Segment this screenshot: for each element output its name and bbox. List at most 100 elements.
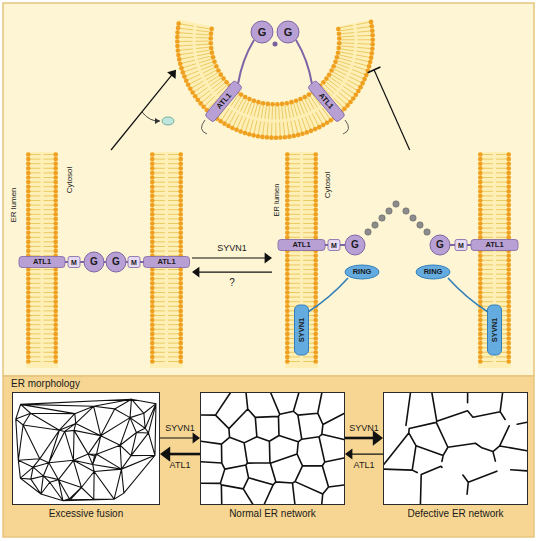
lipid-head — [26, 226, 31, 231]
lipid-head — [26, 332, 31, 337]
lipid-tail — [299, 101, 310, 129]
arrow-shaft — [111, 74, 172, 150]
lipid-head — [150, 332, 155, 337]
lipid-head — [150, 290, 155, 295]
lipid-tail — [482, 163, 507, 164]
lipid-tail — [154, 320, 179, 321]
arrow — [160, 446, 200, 461]
lipid-head — [285, 230, 290, 235]
lipid-head — [26, 235, 31, 240]
lipid-tail — [30, 255, 54, 256]
lipid-tail — [154, 274, 179, 275]
lipid-head — [283, 135, 288, 140]
lipid-head — [178, 230, 183, 235]
lipid-tail — [30, 329, 54, 330]
lipid-head — [313, 207, 318, 212]
lipid-tail — [180, 50, 210, 55]
lipid-head — [506, 345, 511, 350]
lipid-head — [506, 189, 511, 194]
lipid-head — [178, 304, 183, 309]
lipid-head — [478, 184, 483, 189]
lipid-head — [478, 309, 483, 314]
lipid-head — [216, 68, 221, 73]
arrow-shaft — [374, 70, 410, 150]
lipid-head — [53, 345, 58, 350]
lipid-tail — [30, 292, 54, 293]
lipid-tail — [154, 297, 179, 298]
lipid-head — [53, 207, 58, 212]
lipid-head — [285, 235, 290, 240]
lipid-head — [506, 359, 511, 364]
lipid-head — [367, 64, 372, 69]
lipid-head — [178, 240, 183, 245]
lipid-head — [26, 203, 31, 208]
lipid-head — [285, 276, 290, 281]
arrowhead — [192, 267, 199, 278]
lipid-tail — [289, 287, 314, 288]
lipid-head — [370, 51, 375, 56]
lipid-head — [337, 36, 342, 41]
lipid-head — [26, 175, 31, 180]
lipid-tail — [289, 356, 314, 357]
atlastin-pair — [19, 252, 190, 272]
lipid-head — [285, 350, 290, 355]
lipid-head — [313, 230, 318, 235]
lipid-tail — [289, 205, 314, 206]
lipid-head — [313, 157, 318, 162]
lipid-head — [478, 253, 483, 258]
lipid-head — [304, 130, 309, 135]
lipid-head — [337, 41, 342, 46]
arrow-label: ATL1 — [354, 461, 375, 470]
lipid-tail — [30, 195, 54, 196]
lipid-head — [178, 355, 183, 360]
lipid-head — [506, 198, 511, 203]
lumenal-loop — [201, 120, 207, 134]
lipid-tail — [154, 356, 179, 357]
lipid-tail — [30, 310, 54, 311]
lipid-tail — [30, 246, 54, 247]
lipid-head — [178, 345, 183, 350]
lipid-head — [219, 72, 224, 77]
lipid-head — [506, 184, 511, 189]
lipid-tail — [289, 182, 314, 183]
lipid-tail — [154, 338, 179, 339]
lipid-head — [285, 295, 290, 300]
er-network — [12, 392, 160, 505]
ubiquitin-bead — [365, 229, 371, 235]
lipid-head — [506, 171, 511, 176]
lipid-head — [285, 341, 290, 346]
lipid-head — [285, 101, 290, 106]
ubiquitin-bead — [393, 201, 399, 207]
lipid-head — [178, 161, 183, 166]
lipid-head — [285, 161, 290, 166]
lipid-tail — [30, 232, 54, 233]
lipid-bilayer — [478, 152, 511, 368]
lipid-head — [261, 101, 266, 106]
lipid-head — [478, 207, 483, 212]
lipid-head — [313, 272, 318, 277]
gtpase-domain — [84, 252, 104, 272]
lipid-head — [478, 226, 483, 231]
network-ground — [200, 392, 345, 505]
lipid-tail — [289, 232, 314, 233]
lipid-tail — [30, 283, 54, 284]
lipid-head — [182, 74, 187, 79]
lipid-head — [184, 78, 189, 83]
lipid-tail — [154, 361, 179, 362]
lipid-tail — [285, 105, 289, 135]
lipid-head — [478, 355, 483, 360]
lipid-head — [360, 81, 365, 86]
lipid-head — [178, 327, 183, 332]
lipid-head — [188, 86, 193, 91]
lipid-head — [26, 171, 31, 176]
lipid-tail — [30, 361, 54, 362]
lipid-head — [335, 55, 340, 60]
lipid-tail — [328, 79, 352, 97]
lipid-head — [178, 281, 183, 286]
lipid-tail — [279, 106, 281, 136]
lipid-head — [478, 276, 483, 281]
syvn1-protein — [295, 305, 309, 355]
lipid-head — [285, 184, 290, 189]
domain-label: RING — [424, 268, 443, 276]
